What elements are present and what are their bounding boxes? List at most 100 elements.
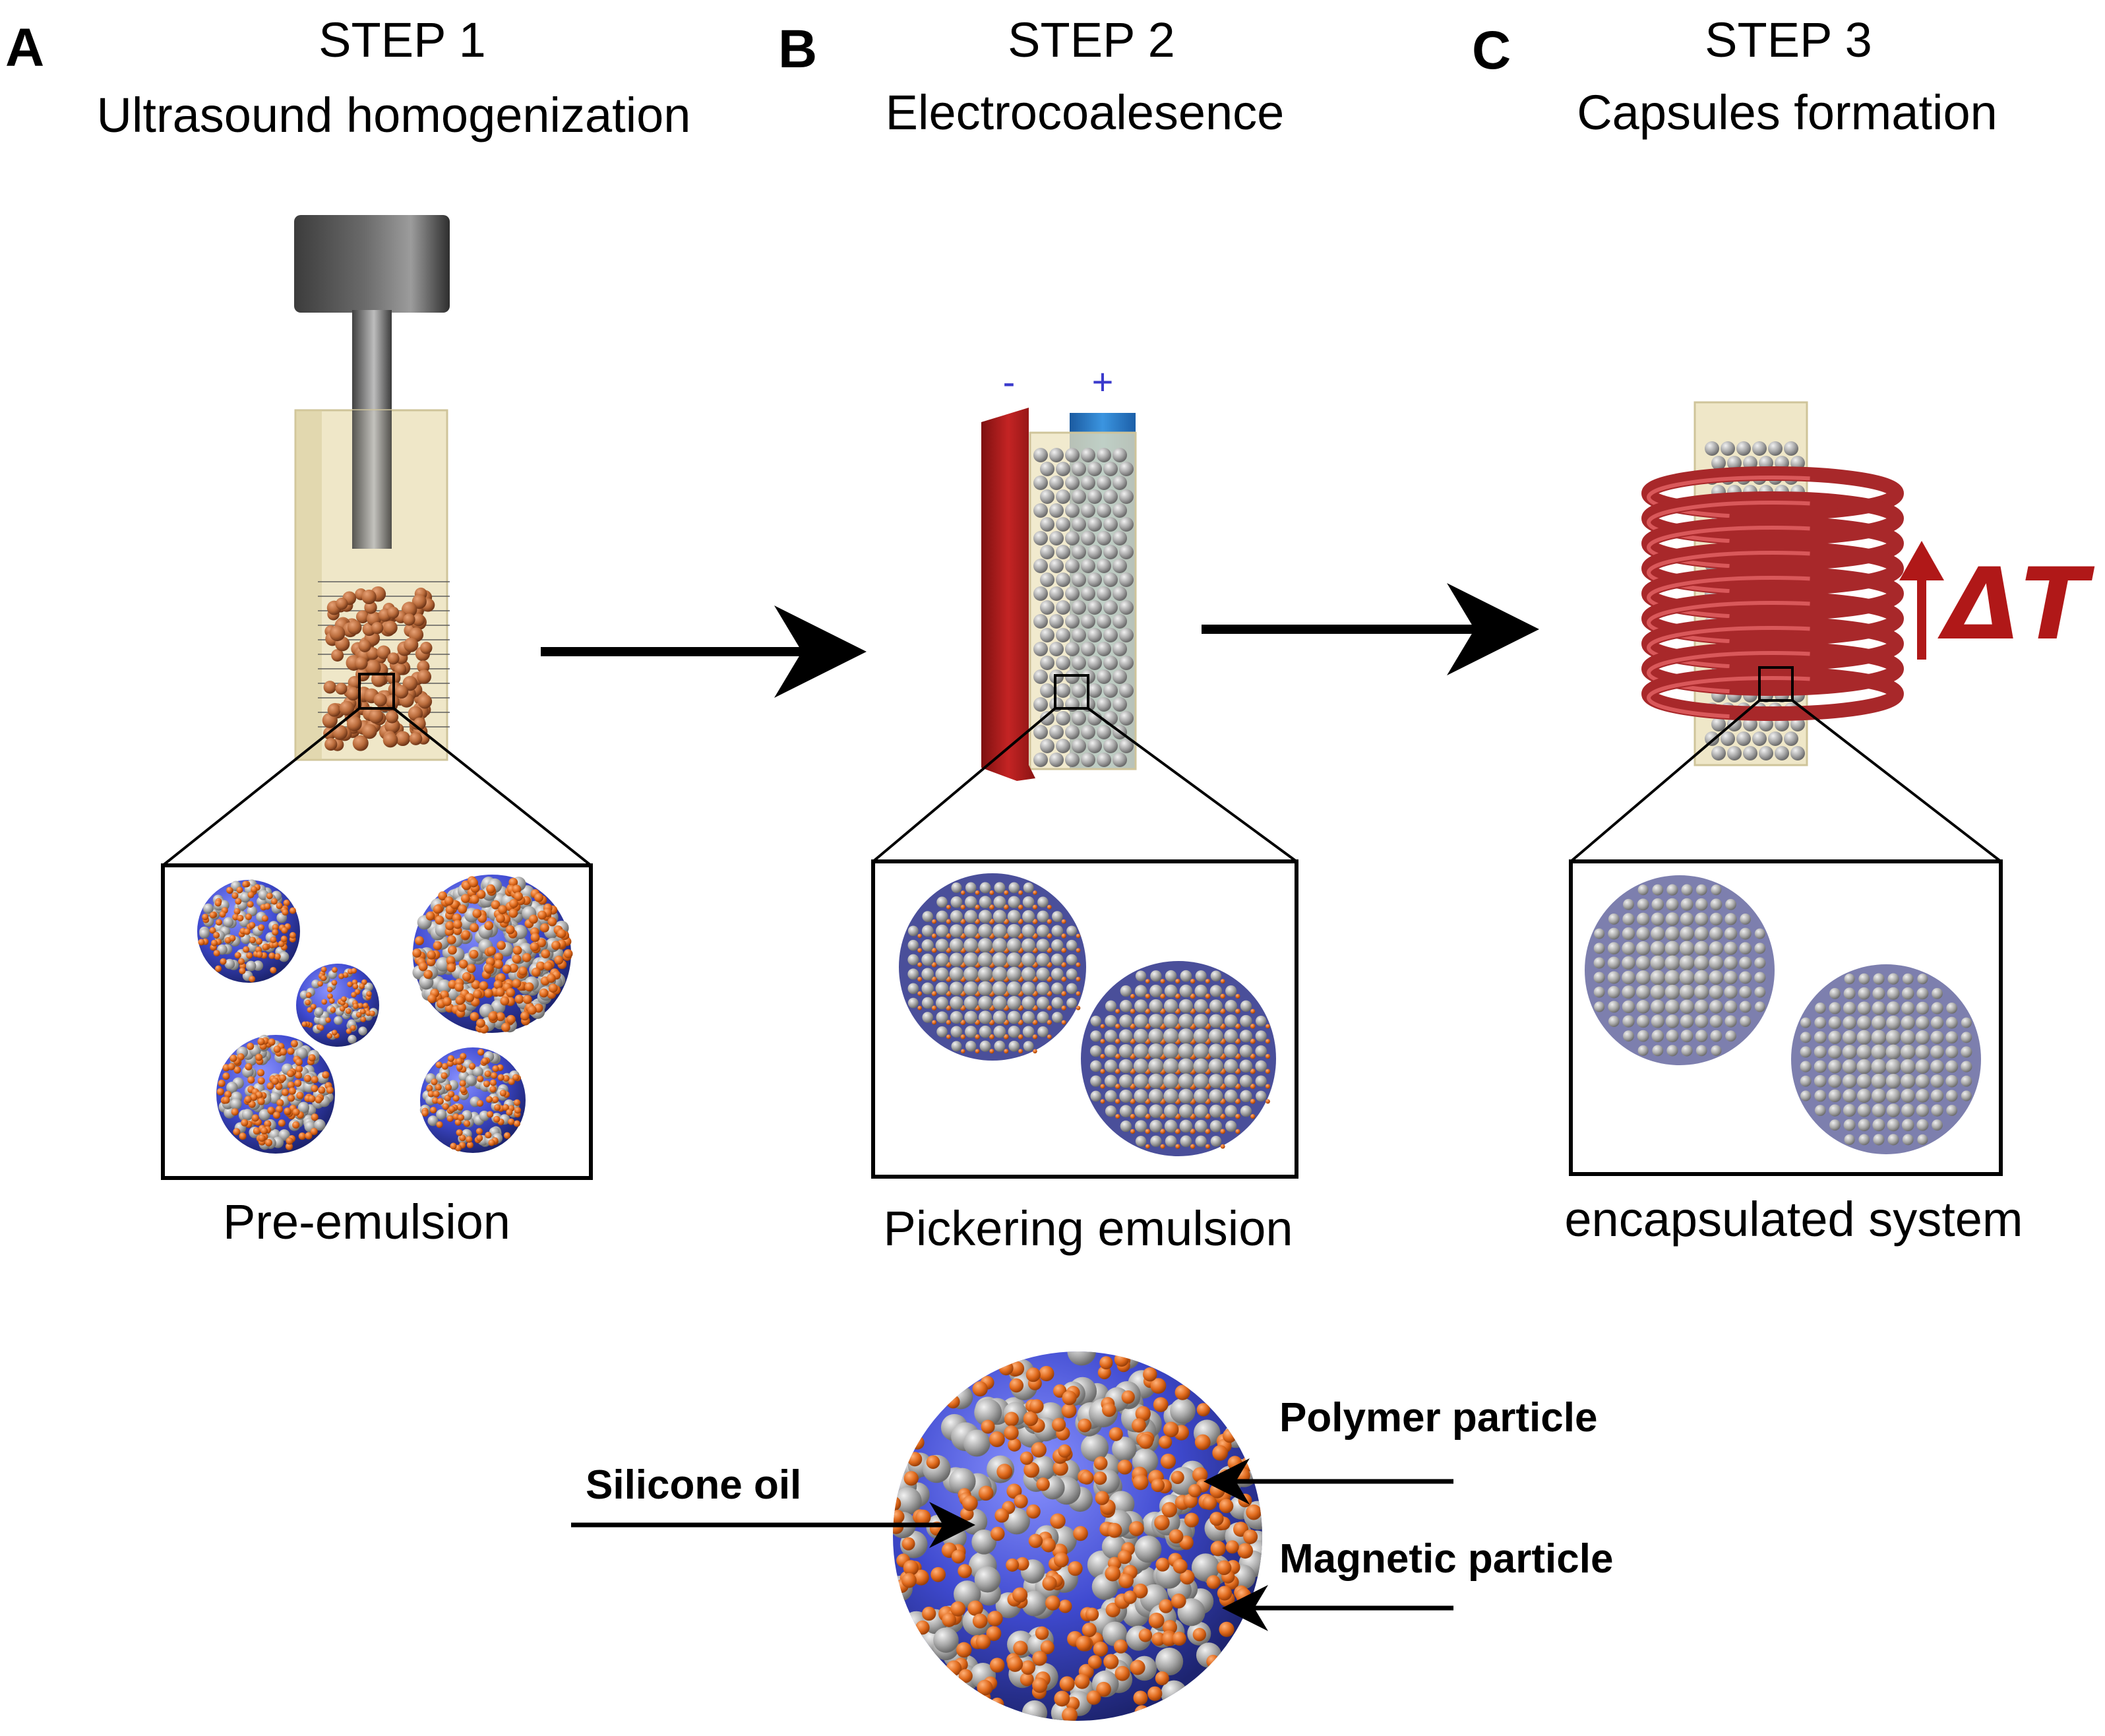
magnetic-particle: [539, 988, 549, 998]
polymer-particle: [950, 910, 963, 923]
magnetic-particle: [975, 1034, 980, 1039]
polymer-particle: [992, 938, 1008, 953]
pickering-particle: [1040, 683, 1054, 698]
polymer-particle: [1930, 1045, 1944, 1059]
magnetic-particle: [246, 952, 253, 959]
magnetic-particle: [455, 995, 465, 1005]
magnetic-particle: [1162, 1631, 1177, 1646]
magnetic-particle: [508, 1118, 515, 1125]
pre-emulsion-particle: [323, 681, 336, 694]
polymer-particle: [1664, 970, 1680, 985]
polymer-particle: [1225, 1120, 1237, 1132]
magnetic-particle: [541, 949, 551, 959]
magnetic-particle: [1130, 1008, 1136, 1014]
magnetic-particle: [1032, 1034, 1038, 1039]
polymer-particle: [1165, 970, 1177, 982]
magnetic-particle: [975, 904, 980, 910]
magnetic-particle: [362, 1003, 369, 1008]
magnetic-particle: [483, 989, 493, 998]
polymer-particle: [1842, 1045, 1857, 1059]
magnetic-particle: [557, 929, 566, 939]
pickering-particle: [1097, 531, 1111, 545]
polymer-particle: [1163, 1013, 1178, 1029]
pre-emulsion-particle: [377, 645, 391, 660]
magnetic-particle: [1161, 1502, 1177, 1518]
magnetic-particle: [305, 999, 311, 1006]
magnetic-particle: [423, 970, 433, 979]
magnetic-particle: [960, 1020, 966, 1026]
polymer-particle: [1037, 1011, 1049, 1024]
polymer-particle: [1623, 898, 1634, 910]
polymer-particle: [1665, 1014, 1680, 1028]
magnetic-particle: [308, 1054, 316, 1062]
step-2-label: STEP 2: [1008, 13, 1175, 67]
polymer-particle: [1180, 970, 1192, 982]
capsule-particle: [1752, 441, 1767, 456]
step-1-label: STEP 1: [319, 13, 486, 67]
magnetic-particle: [1095, 1491, 1109, 1505]
magnetic-particle: [245, 1063, 253, 1070]
delta-t-label: ΔT: [1937, 547, 2095, 662]
polymer-particle: [1886, 1001, 1901, 1015]
magnetic-particle: [1004, 1425, 1019, 1441]
pickering-particle: [1033, 503, 1048, 518]
pickering-particle: [1097, 697, 1111, 712]
magnetic-particle: [244, 1096, 252, 1103]
polymer-particle: [1255, 1045, 1267, 1057]
magnetic-particle: [951, 1549, 965, 1564]
polymer-particle: [935, 981, 949, 995]
magnetic-particle: [274, 953, 281, 960]
magnetic-particle: [917, 933, 923, 939]
polymer-particle: [1594, 928, 1605, 939]
polymer-particle: [1224, 1014, 1238, 1028]
magnetic-particle: [520, 1011, 530, 1021]
magnetic-particle: [522, 995, 532, 1005]
polymer-particle: [1134, 1014, 1148, 1028]
magnetic-particle: [258, 1134, 266, 1142]
magnetic-particle: [1025, 1367, 1041, 1382]
pickering-particle: [1119, 739, 1134, 753]
magnetic-particle: [483, 1080, 491, 1088]
magnetic-particle: [1212, 1444, 1228, 1461]
magnetic-particle: [427, 994, 437, 1004]
pre-emulsion-particle: [327, 703, 341, 717]
pre-emulsion-particle: [366, 647, 379, 660]
polymer-particle: [1886, 1103, 1901, 1117]
polymer-particle: [1916, 1001, 1930, 1015]
polymer-particle: [1209, 1120, 1223, 1132]
magnetic-particle: [325, 1017, 331, 1023]
magnetic-particle: [1192, 1628, 1207, 1642]
magnetic-particle: [1159, 1435, 1173, 1449]
magnetic-particle: [412, 948, 422, 958]
magnetic-particle: [452, 919, 462, 929]
polymer-particle: [230, 1098, 242, 1110]
polymer-particle: [1593, 986, 1605, 998]
polymer-particle: [259, 1109, 270, 1121]
magnetic-particle: [214, 900, 222, 907]
magnetic-particle: [996, 1464, 1013, 1480]
pickering-particle: [1040, 600, 1054, 615]
magnetic-particle: [322, 1071, 330, 1079]
pickering-particle: [1065, 586, 1080, 601]
pre-emulsion-particle: [404, 637, 419, 652]
pickering-particle: [1040, 628, 1054, 642]
polymer-particle: [1178, 999, 1193, 1013]
magnetic-particle: [327, 993, 333, 999]
magnetic-particle: [264, 1120, 272, 1128]
magnetic-particle: [1050, 1513, 1066, 1529]
magnetic-particle: [1219, 1113, 1226, 1119]
magnetic-particle: [926, 1455, 940, 1470]
polymer-particle: [963, 981, 979, 996]
polymer-particle: [1858, 1134, 1870, 1146]
polymer-particle: [1857, 1001, 1871, 1015]
polymer-particle: [1209, 985, 1223, 997]
polymer-particle: [1694, 941, 1709, 956]
polymer-particle: [1725, 898, 1736, 910]
polymer-particle: [1225, 999, 1238, 1012]
pre-emulsion-particle: [417, 669, 432, 684]
polymer-particle: [933, 1627, 959, 1653]
pickering-particle: [1113, 642, 1127, 656]
polymer-particle: [297, 1101, 310, 1114]
magnetic-particle: [491, 1072, 498, 1079]
polymer-particle: [1164, 1119, 1178, 1133]
